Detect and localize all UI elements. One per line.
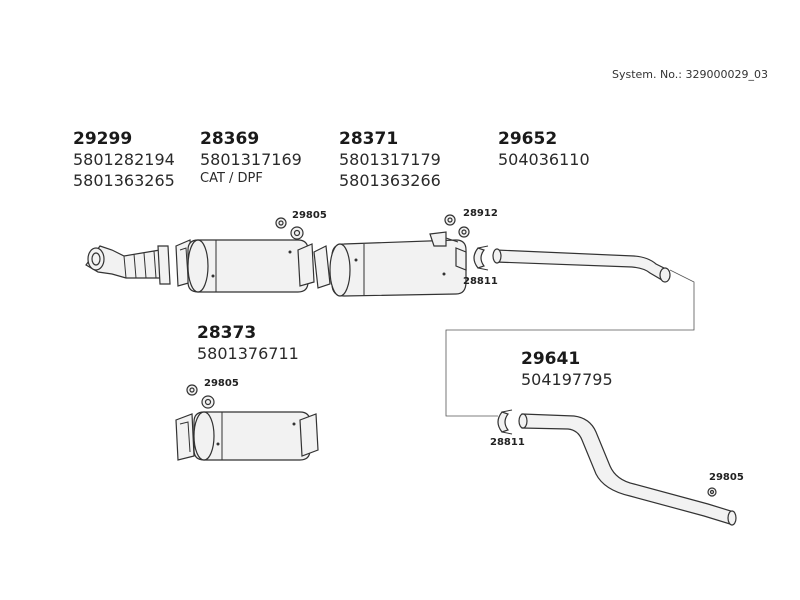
ring-label-28811-top[interactable]: 28811 [463, 276, 498, 287]
bracket-label-28912[interactable]: 28912 [463, 208, 498, 219]
part-group-28369[interactable]: 28369 5801317169 CAT / DPF [200, 128, 302, 188]
ring-28811-bottom-drawing [497, 409, 513, 435]
bracket-28912-drawing [444, 214, 470, 238]
clamp-label-29805-29641[interactable]: 29805 [709, 472, 744, 483]
part-28373-drawing [175, 411, 319, 461]
part-number: 28373 [197, 323, 257, 343]
part-ref: 504036110 [498, 150, 590, 170]
part-ref: 5801376711 [197, 344, 299, 364]
part-group-28371[interactable]: 28371 5801317179 5801363266 [339, 128, 441, 192]
clamp-29805-28373-drawing [186, 384, 215, 409]
system-number: System. No.: 329000029_03 [612, 68, 768, 81]
part-ref: 5801317179 [339, 150, 441, 170]
part-number: 29641 [521, 349, 581, 369]
part-29652-drawing [492, 248, 671, 283]
part-ref: 5801282194 [73, 150, 175, 170]
part-29299-drawing [85, 245, 171, 285]
part-ref: 504197795 [521, 370, 613, 390]
part-29641-drawing [518, 413, 737, 526]
part-28371-drawing [313, 231, 467, 297]
part-28369-drawing [175, 239, 315, 293]
part-number: 29299 [73, 129, 133, 149]
part-number: 29652 [498, 129, 558, 149]
part-group-28373[interactable]: 28373 5801376711 [197, 322, 299, 365]
part-number: 28371 [339, 129, 399, 149]
part-ref: 5801363265 [73, 170, 175, 190]
connector-line [445, 269, 695, 417]
part-group-29299[interactable]: 29299 5801282194 5801363265 [73, 128, 175, 192]
part-ref: 5801317169 [200, 150, 302, 170]
clamp-label-29805-top[interactable]: 29805 [292, 210, 327, 221]
clamp-29805-top-drawing [275, 217, 304, 240]
part-number: 28369 [200, 129, 260, 149]
part-description: CAT / DPF [200, 170, 263, 186]
part-group-29641[interactable]: 29641 504197795 [521, 348, 613, 391]
part-group-29652[interactable]: 29652 504036110 [498, 128, 590, 171]
ring-28811-top-drawing [473, 245, 489, 271]
part-ref: 5801363266 [339, 170, 441, 190]
clamp-label-29805-28373[interactable]: 29805 [204, 378, 239, 389]
ring-label-28811-bottom[interactable]: 28811 [490, 437, 525, 448]
